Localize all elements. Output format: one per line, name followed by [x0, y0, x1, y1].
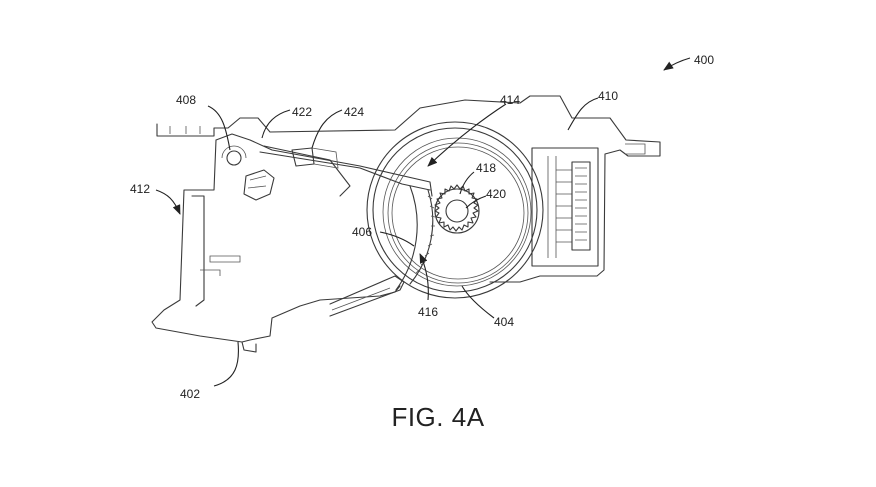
housing [156, 95, 661, 283]
drum [366, 121, 544, 299]
ref-424: 424 [344, 105, 364, 119]
ref-416: 416 [418, 305, 438, 319]
ref-404: 404 [494, 315, 514, 329]
pivot-pin [221, 145, 247, 166]
ref-408: 408 [176, 93, 196, 107]
ref-418: 418 [476, 161, 496, 175]
ref-400: 400 [694, 53, 714, 67]
sector-gear [395, 185, 436, 291]
ref-412: 412 [130, 182, 150, 196]
pinion-gear [434, 184, 480, 234]
arm [151, 133, 433, 353]
figure-caption: FIG. 4A [391, 402, 485, 432]
ref-406: 406 [352, 225, 372, 239]
ref-402: 402 [180, 387, 200, 401]
leader-lines [155, 57, 691, 387]
ref-414: 414 [500, 93, 520, 107]
ref-420: 420 [486, 187, 506, 201]
reference-numerals: 400 408 422 424 410 414 412 418 420 406 … [130, 53, 714, 401]
ref-422: 422 [292, 105, 312, 119]
ref-410: 410 [598, 89, 618, 103]
